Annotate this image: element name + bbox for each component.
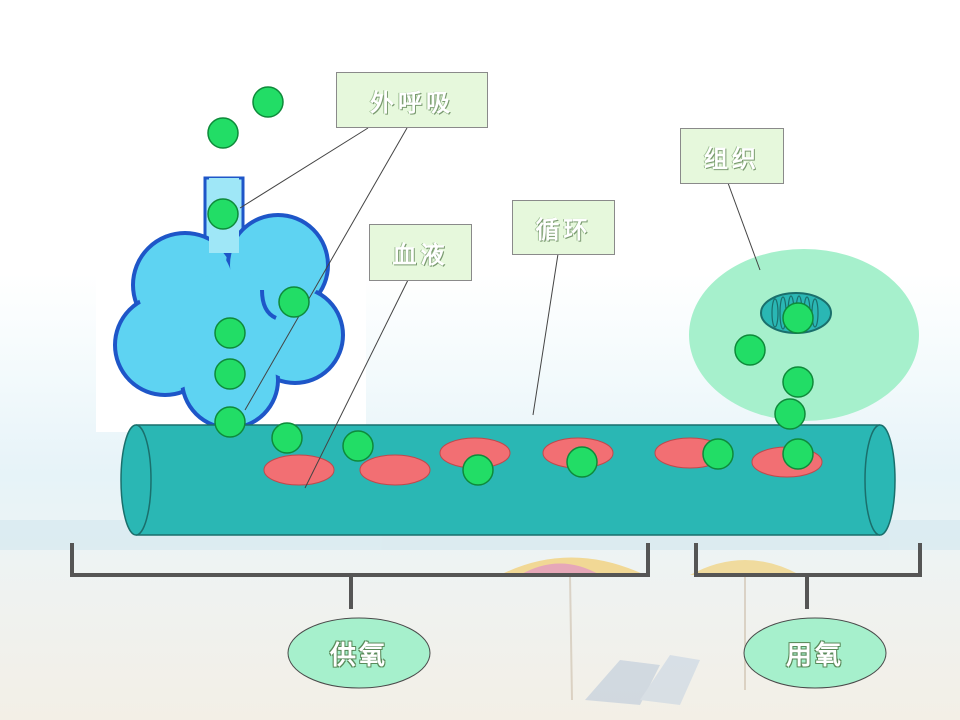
oxygen-use-pill-shape [743,617,887,689]
circulation-text: 循环 [535,216,592,244]
oxygen-molecule [252,86,284,118]
red-blood-cell [263,454,335,486]
oxygen-molecule [462,454,494,486]
label-connectors [239,127,761,489]
oxygen-molecule [271,422,303,454]
tissue-text: 组织 [704,144,760,173]
blood-label: 血液 [369,224,472,281]
oxygen-molecule [207,198,239,230]
oxygen-supply-bracket [70,543,650,609]
oxygen-molecule [734,334,766,366]
oxygen-molecule [214,406,246,438]
oxygen-molecule [342,430,374,462]
oxygen-molecule [782,438,814,470]
oxygen-use-bracket [694,543,922,609]
oxygen-molecule [214,317,246,349]
external-respiration-label: 外呼吸 [336,72,488,128]
oxygen-molecule [207,117,239,149]
oxygen-use-text: 用氧 [785,640,844,671]
blood-text: 血液 [392,241,449,269]
blood-vessel [120,424,896,536]
oxygen-molecule [702,438,734,470]
oxygen-molecule [566,446,598,478]
oxygen-molecule [214,358,246,390]
red-blood-cell [359,454,431,486]
oxygen-supply-pill-shape [287,617,431,689]
oxygen-molecule [774,398,806,430]
tissue-label: 组织 [680,128,784,184]
external-respiration-text: 外呼吸 [370,88,454,117]
oxygen-use-label: 用氧 [744,618,886,688]
oxygen-molecule [782,366,814,398]
oxygen-supply-text: 供氧 [329,640,388,671]
circulation-label: 循环 [512,200,615,255]
oxygen-molecule [782,302,814,334]
oxygen-supply-label: 供氧 [288,618,430,688]
oxygen-molecule [278,286,310,318]
